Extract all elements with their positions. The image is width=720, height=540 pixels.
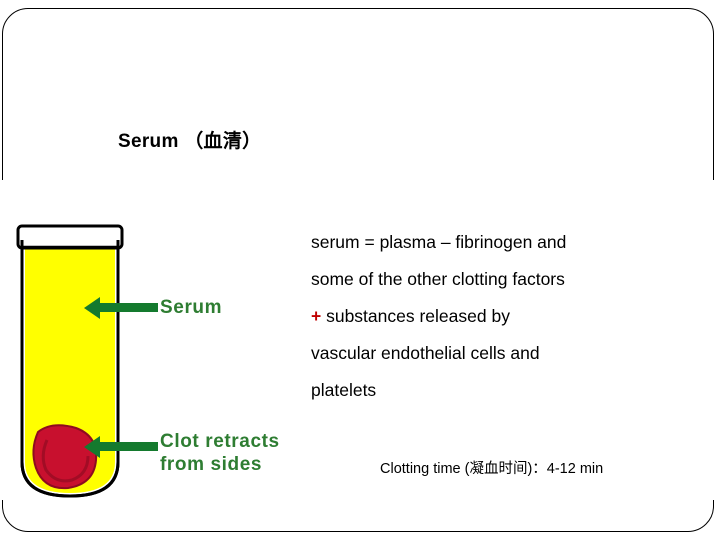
body-line-3: + substances released by <box>311 298 703 335</box>
serum-arrow-line <box>100 303 158 312</box>
body-line-5: platelets <box>311 380 377 400</box>
serum-arrow-head <box>84 297 100 319</box>
body-line-3-text: substances released by <box>321 306 510 326</box>
body-text-block: serum = plasma – fibrinogen and some of … <box>311 224 703 409</box>
clotting-time-note: Clotting time (凝血时间)：4-12 min <box>380 461 604 477</box>
frame-left-gap <box>0 180 6 500</box>
plus-sign: + <box>311 306 322 326</box>
body-line-1: serum = plasma – fibrinogen and <box>311 232 567 252</box>
serum-callout-label: Serum <box>160 297 223 318</box>
page-title: Serum （血清） <box>118 131 262 152</box>
clot-arrow-head <box>84 436 100 458</box>
body-line-2: some of the other clotting factors <box>311 269 565 289</box>
test-tube-illustration <box>14 218 142 500</box>
clot-callout-label: Clot retracts from sides <box>160 431 280 475</box>
body-line-4: vascular endothelial cells and <box>311 343 540 363</box>
clot-arrow-line <box>100 442 158 451</box>
frame-right-gap <box>713 180 719 500</box>
